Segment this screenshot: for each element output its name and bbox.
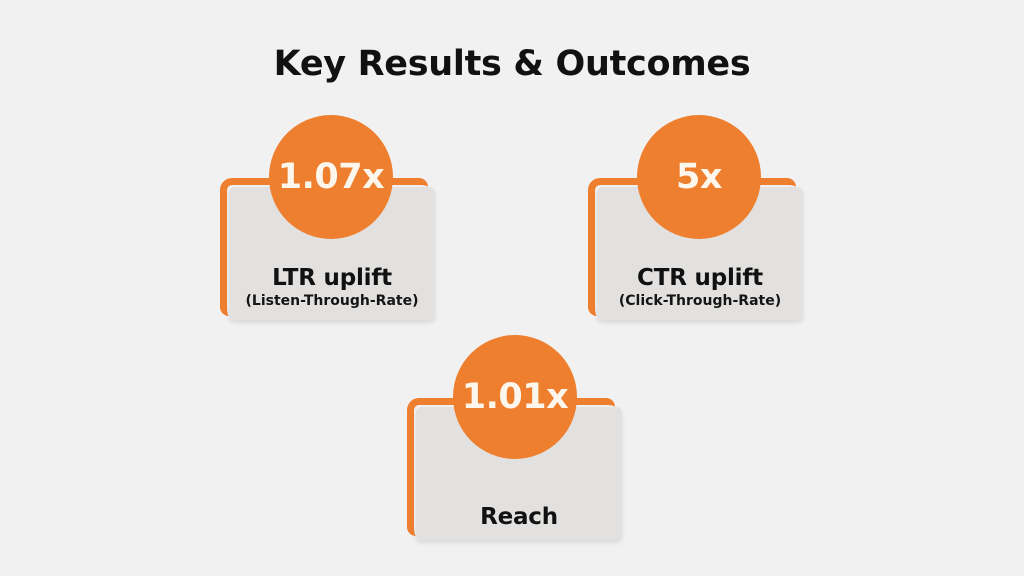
card-sublabel: (Click-Through-Rate) (618, 293, 782, 310)
card-sublabel: (Listen-Through-Rate) (245, 293, 419, 310)
card-text-block: Reach (416, 504, 622, 530)
card-text-block: LTR uplift (Listen-Through-Rate) (229, 265, 435, 310)
value-text: 1.01x (461, 376, 569, 417)
value-bubble-ltr-uplift: 1.07x (269, 115, 393, 239)
value-bubble-ctr-uplift: 5x (637, 115, 761, 239)
card-text-block: CTR uplift (Click-Through-Rate) (597, 265, 803, 310)
value-text: 1.07x (277, 156, 385, 197)
card-label: LTR uplift (272, 265, 392, 292)
card-label: Reach (480, 503, 558, 530)
card-label: CTR uplift (637, 265, 763, 292)
stat-card-reach[interactable]: Reach (407, 398, 622, 540)
value-text: 5x (676, 156, 722, 197)
page-title: Key Results & Outcomes (273, 44, 751, 84)
value-bubble-reach: 1.01x (453, 335, 577, 459)
card-body: Reach (416, 407, 622, 540)
